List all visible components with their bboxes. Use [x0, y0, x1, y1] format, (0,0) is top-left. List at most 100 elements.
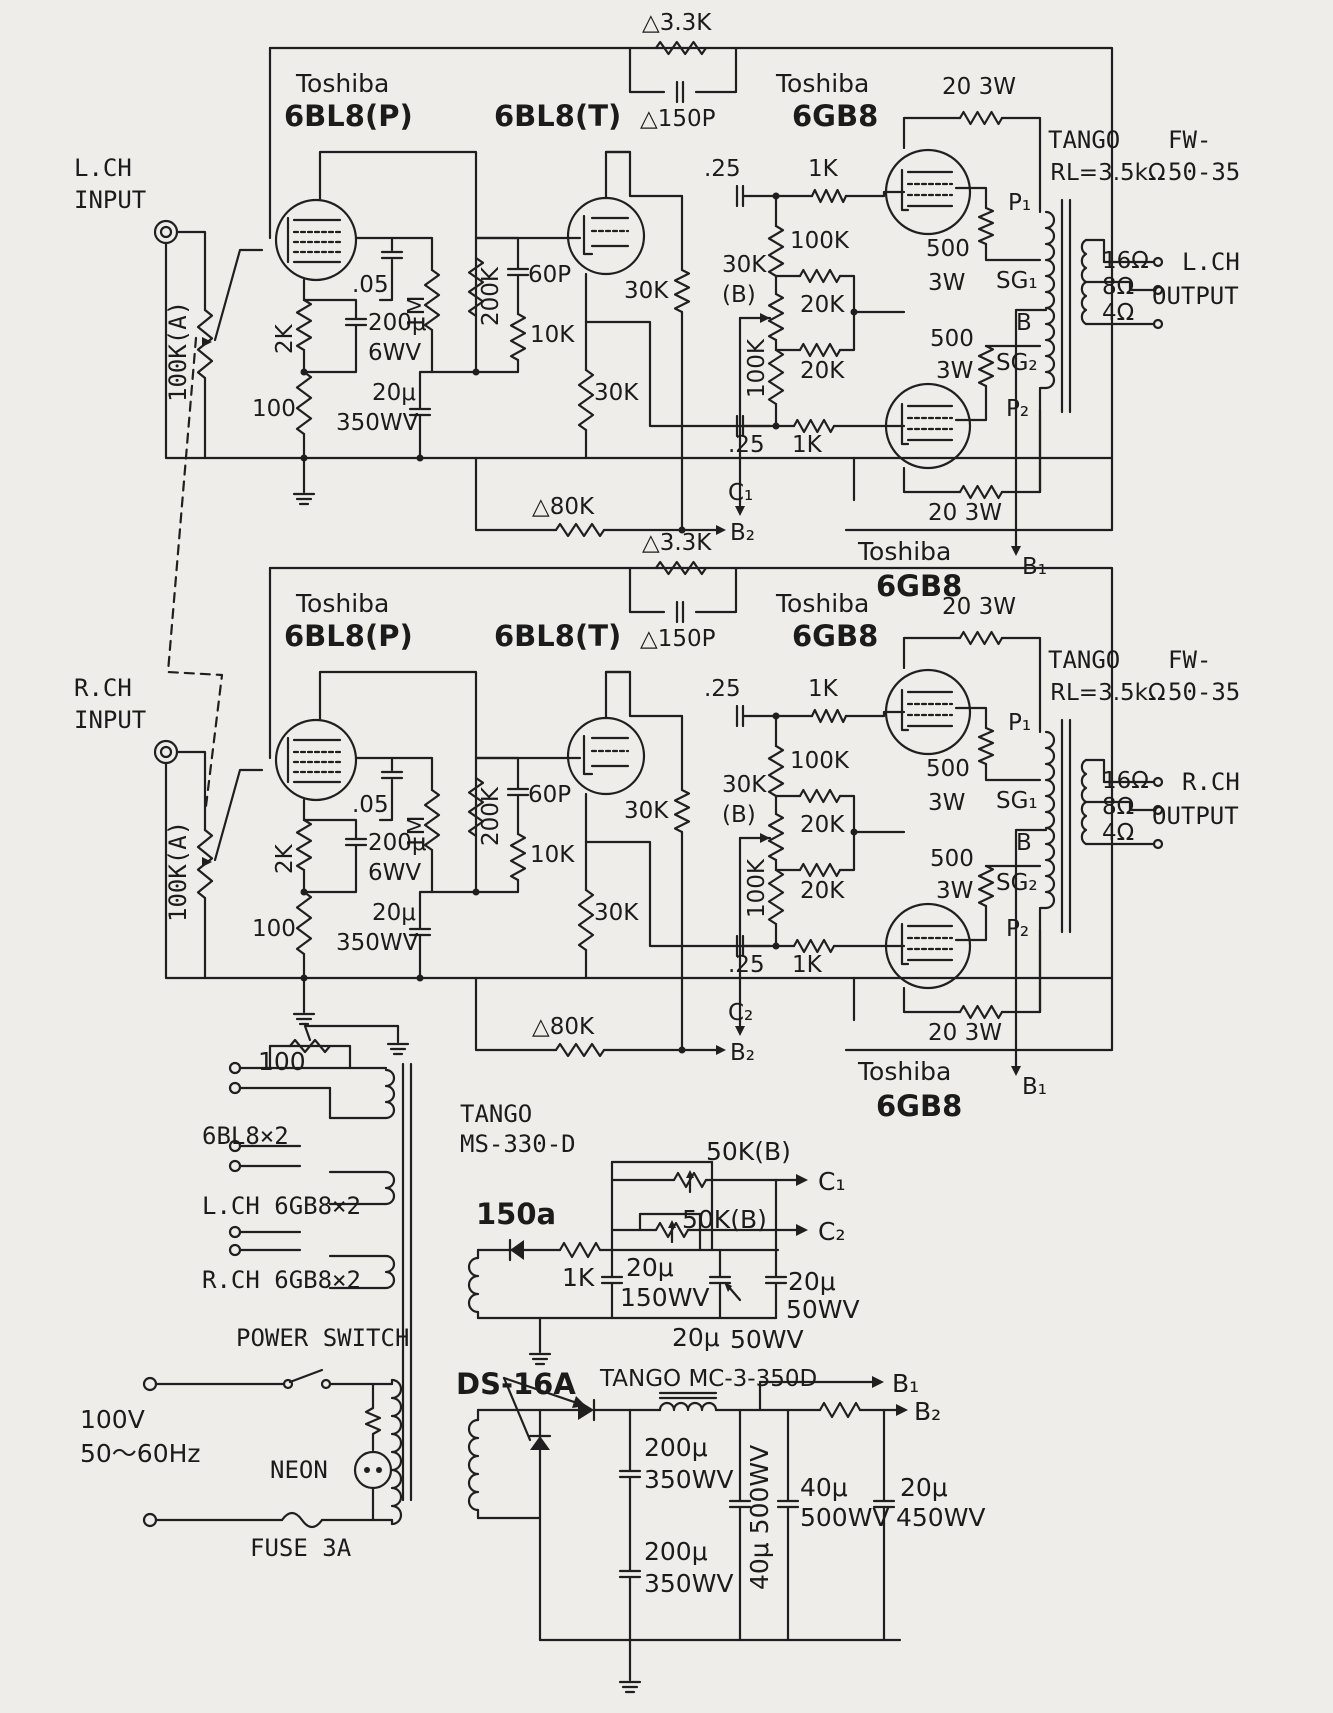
resistor-80k-label: △80K	[532, 1014, 595, 1040]
preamp-tube-label: 6BL8(P)	[284, 619, 413, 653]
screen-wire	[390, 236, 434, 272]
cap-60p-label: 60P	[528, 262, 571, 288]
resistor-500-bottom-label: 500	[930, 846, 974, 872]
cathode-resistor-20-bottom	[958, 484, 1004, 500]
driver-plate	[604, 670, 632, 720]
output-terminal-4[interactable]	[1152, 838, 1164, 850]
right-channel-amplifier: R.CHINPUT100K(A)Toshiba6BL8(P)6BL8(T)Tos…	[74, 530, 1240, 1123]
tap-8-label: 8Ω	[1102, 274, 1134, 300]
power-switch[interactable]	[288, 1368, 324, 1384]
volume-wiper	[213, 248, 264, 342]
power-labels: 100 6BL8×2 L.CH 6GB8×2 R.CH 6GB8×2 TANGO…	[80, 1047, 986, 1598]
cathode-resistor-20-top	[958, 630, 1004, 646]
bias-resistor-100k-bottom	[767, 348, 785, 406]
output-plate-bottom	[1000, 928, 1042, 1014]
bias-wire	[838, 794, 906, 834]
output-load-label: RL=3.5kΩ	[1050, 160, 1166, 186]
bias-supply	[467, 1160, 808, 1366]
mains-frequency: 50～60Hz	[80, 1439, 201, 1468]
resistor-1m-label: 1M	[404, 816, 430, 850]
output-tube-label: 6GB8	[792, 99, 878, 133]
filter-cap-e-voltage: 450WV	[896, 1503, 986, 1532]
neon-label: NEON	[270, 1456, 328, 1484]
bias-diode-label: 150a	[476, 1197, 556, 1231]
resistor-10k-label: 10K	[530, 322, 575, 348]
output-tube-label: 6GB8	[792, 619, 878, 653]
resistor-100-label: 100	[252, 396, 296, 422]
screen-resistor-500-top	[977, 726, 995, 766]
output-load-label: RL=3.5kΩ	[1050, 680, 1166, 706]
resistor-1k-top-label: 1K	[808, 156, 839, 182]
bypass-wire	[302, 818, 358, 840]
cap-25-bottom-label: .25	[728, 432, 765, 458]
power-transformer	[401, 1062, 413, 1502]
screen-resistor-1m	[423, 788, 441, 852]
cathode-resistor-30k	[577, 888, 595, 952]
driver-plate	[628, 150, 684, 198]
tap-b: B	[1016, 310, 1032, 336]
filter-cap-d: 40μ	[800, 1473, 848, 1502]
mains-terminal-a[interactable]	[142, 1376, 158, 1392]
output-terminal-16[interactable]	[1152, 776, 1164, 788]
grid-feed	[882, 190, 906, 198]
cathode-resistor-20-bottom	[958, 1004, 1004, 1020]
cathode-resistor-2k	[295, 298, 313, 352]
power-supply-drawing	[142, 1024, 908, 1694]
feedback-cap-label: △150P	[640, 106, 716, 132]
cap-6wv-label: 6WV	[368, 340, 421, 366]
output-transformer-model-2: 50-35	[1168, 158, 1240, 186]
screen-resistor-500-bottom	[977, 344, 995, 388]
power-switch-label: POWER SWITCH	[236, 1324, 409, 1352]
resistor-500-top-label: 500	[926, 236, 970, 262]
bypass-wire	[302, 298, 358, 320]
output-label: L.CH	[1182, 248, 1240, 276]
screen-cap-label: .05	[352, 792, 389, 818]
resistor-200k-label: 200K	[478, 786, 504, 846]
input-jack[interactable]	[153, 219, 179, 245]
bias-resistor-20k-bottom	[798, 342, 842, 358]
output-plate-top	[902, 116, 962, 150]
volume-pot-label: 100K(A)	[164, 301, 192, 402]
bias-pot-type: (B)	[722, 802, 756, 828]
resistor-30k-plate-label: 30K	[624, 278, 669, 304]
b2-feedback	[474, 456, 558, 532]
heater-winding-6bl8	[228, 1024, 410, 1120]
resistor-500-top-label: 500	[926, 756, 970, 782]
resistor-20k-top-label: 20K	[800, 812, 845, 838]
arrow-icon	[202, 337, 212, 347]
output-terminal-16[interactable]	[1152, 256, 1164, 268]
resistor-100k-bottom-label: 100K	[744, 338, 770, 398]
grid-stopper-1k-bottom	[792, 938, 836, 954]
bias-cap3-label: 20μ	[788, 1267, 836, 1296]
output-transformer-model: FW-	[1168, 646, 1211, 674]
tap-sg1: SG₁	[996, 788, 1038, 814]
bypass-wire	[302, 324, 358, 374]
output-terminal-8[interactable]	[1152, 284, 1164, 296]
ground-icon	[292, 1012, 316, 1026]
grid-stopper-1k-top	[810, 188, 848, 204]
resistor-3w-top-label: 3W	[928, 790, 965, 816]
output-plate-bottom	[902, 986, 962, 1014]
filter-cap-b-voltage: 350WV	[644, 1569, 734, 1598]
output-terminal-8[interactable]	[1152, 804, 1164, 816]
mains-terminal-b[interactable]	[142, 1512, 158, 1528]
coupling-cap-top	[735, 704, 745, 728]
filter-cap-b: 200μ	[644, 1537, 708, 1566]
grid-stopper-1k-bottom	[792, 418, 836, 434]
preamp-brand: Toshiba	[295, 589, 389, 618]
output-16	[1084, 238, 1156, 264]
screen-wire	[390, 756, 434, 792]
heater-label-6bl8: 6BL8×2	[202, 1122, 289, 1150]
bias-wire	[838, 274, 906, 314]
output-brand-2: Toshiba	[857, 1057, 951, 1086]
bias-node-label: C₁	[728, 480, 753, 506]
screen-wire	[418, 848, 434, 930]
driver-cathode	[584, 792, 772, 948]
input-jack[interactable]	[153, 739, 179, 765]
heater-winding-lch	[228, 1139, 396, 1206]
output-terminal-4[interactable]	[1152, 318, 1164, 330]
fb-wire	[694, 566, 738, 614]
output-label: OUTPUT	[1152, 282, 1239, 310]
hv-output-b1: B₁	[892, 1369, 919, 1398]
